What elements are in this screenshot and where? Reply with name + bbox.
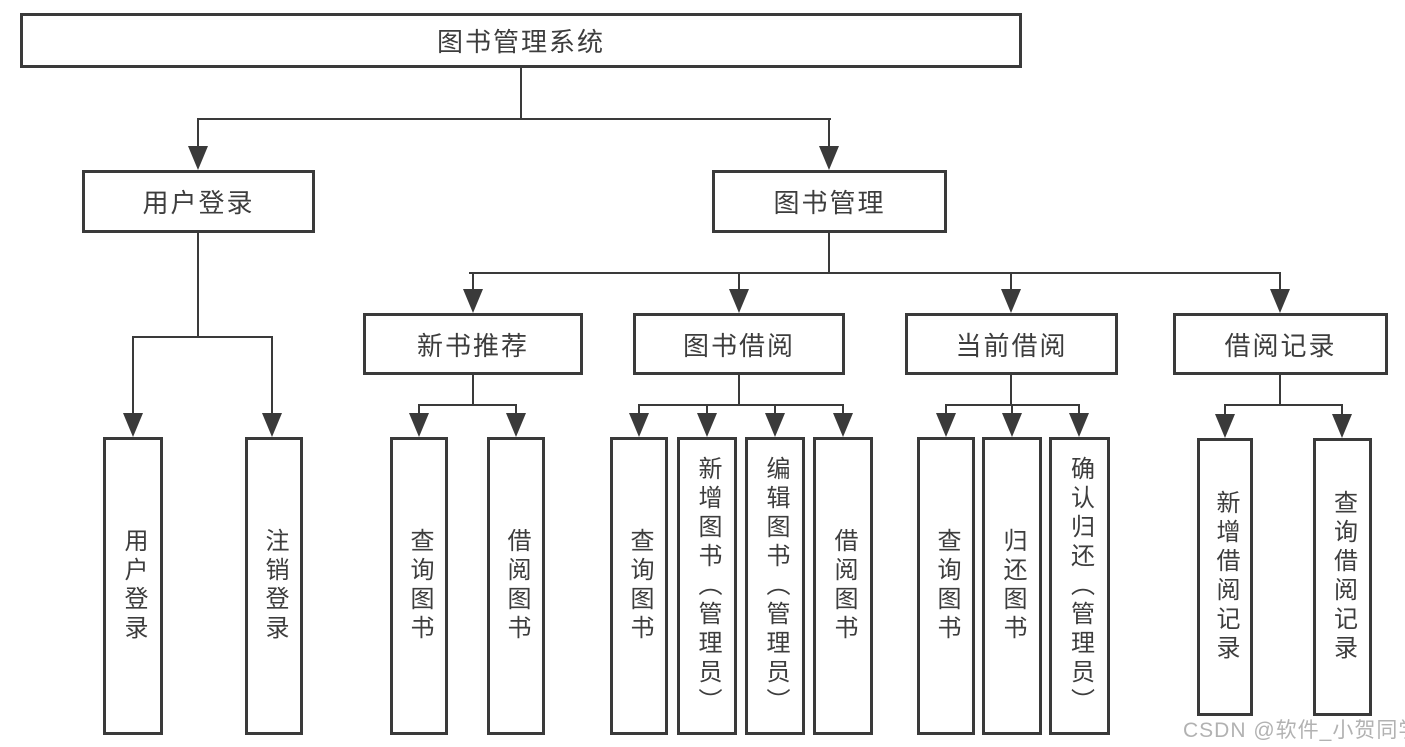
connector-line	[520, 65, 522, 119]
node-book-borrow: 图书借阅	[633, 313, 845, 375]
leaf-borrow-books: 借阅图书	[813, 437, 873, 735]
arrow-down-icon	[936, 413, 956, 437]
leaf-label: 编辑图书（管理员）	[762, 455, 789, 717]
arrow-down-icon	[463, 289, 483, 313]
arrow-down-icon	[262, 413, 282, 437]
arrow-down-icon	[506, 413, 526, 437]
leaf-query-borrow-record: 查询借阅记录	[1313, 438, 1372, 716]
arrow-down-icon	[629, 413, 649, 437]
arrow-down-icon	[729, 289, 749, 313]
connector-line	[271, 336, 273, 414]
connector-line	[828, 233, 830, 274]
node-book-management: 图书管理	[712, 170, 947, 233]
connector-line	[472, 272, 474, 290]
arrow-down-icon	[188, 146, 208, 170]
leaf-label: 查询图书	[406, 528, 433, 644]
leaf-logout: 注销登录	[245, 437, 303, 735]
connector-line	[1279, 272, 1281, 290]
leaf-label: 新增借阅记录	[1212, 490, 1239, 664]
arrow-down-icon	[1069, 413, 1089, 437]
arrow-down-icon	[833, 413, 853, 437]
arrow-down-icon	[1332, 414, 1352, 438]
connector-line	[638, 404, 844, 406]
leaf-label: 确认归还（管理员）	[1066, 455, 1094, 717]
arrow-down-icon	[123, 413, 143, 437]
arrow-down-icon	[1270, 289, 1290, 313]
leaf-label: 用户登录	[120, 528, 147, 644]
arrow-down-icon	[1001, 289, 1021, 313]
connector-line	[1078, 404, 1080, 414]
leaf-edit-books-admin: 编辑图书（管理员）	[745, 437, 805, 735]
connector-line	[842, 404, 844, 414]
leaf-label: 借阅图书	[830, 528, 857, 644]
connector-line	[638, 404, 640, 414]
connector-line	[197, 118, 831, 120]
connector-line	[132, 336, 134, 414]
connector-line	[706, 404, 708, 414]
node-new-book-recommend: 新书推荐	[363, 313, 583, 375]
csdn-watermark: CSDN @软件_小贺同学	[1183, 719, 1405, 742]
leaf-label: 查询借阅记录	[1329, 490, 1357, 664]
arrow-down-icon	[765, 413, 785, 437]
connector-line	[197, 118, 199, 148]
leaf-label: 注销登录	[261, 528, 288, 644]
leaf-label: 归还图书	[999, 528, 1026, 644]
connector-line	[1011, 404, 1013, 414]
leaf-label: 查询图书	[933, 528, 960, 644]
leaf-query-books-rec: 查询图书	[390, 437, 448, 735]
connector-line	[828, 118, 830, 148]
arrow-down-icon	[819, 146, 839, 170]
node-root: 图书管理系统	[20, 13, 1022, 68]
node-current-borrow: 当前借阅	[905, 313, 1118, 375]
connector-line	[774, 404, 776, 414]
connector-line	[1341, 404, 1343, 415]
leaf-query-books-borrow: 查询图书	[610, 437, 668, 735]
leaf-user-login: 用户登录	[103, 437, 163, 735]
connector-line	[1010, 272, 1012, 290]
connector-line	[945, 404, 947, 414]
connector-line	[197, 233, 199, 338]
leaf-label: 借阅图书	[503, 528, 530, 644]
leaf-label: 新增图书（管理员）	[694, 455, 721, 717]
connector-line	[1279, 375, 1281, 406]
arrow-down-icon	[409, 413, 429, 437]
connector-line	[515, 404, 517, 414]
leaf-confirm-return-admin: 确认归还（管理员）	[1049, 437, 1110, 735]
arrow-down-icon	[697, 413, 717, 437]
connector-line	[1010, 375, 1012, 406]
leaf-return-books: 归还图书	[982, 437, 1042, 735]
connector-line	[738, 375, 740, 406]
leaf-add-borrow-record: 新增借阅记录	[1197, 438, 1253, 716]
connector-line	[1224, 404, 1343, 406]
node-borrow-records: 借阅记录	[1173, 313, 1388, 375]
leaf-label: 查询图书	[626, 528, 653, 644]
leaf-query-books-current: 查询图书	[917, 437, 975, 735]
arrow-down-icon	[1215, 414, 1235, 438]
connector-line	[132, 336, 273, 338]
node-user-login: 用户登录	[82, 170, 315, 233]
connector-line	[472, 375, 474, 406]
leaf-add-books-admin: 新增图书（管理员）	[677, 437, 737, 735]
connector-line	[469, 272, 1281, 274]
arrow-down-icon	[1002, 413, 1022, 437]
connector-line	[1224, 404, 1226, 415]
connector-line	[418, 404, 420, 414]
leaf-borrow-books-rec: 借阅图书	[487, 437, 545, 735]
connector-line	[738, 272, 740, 290]
connector-line	[418, 404, 517, 406]
